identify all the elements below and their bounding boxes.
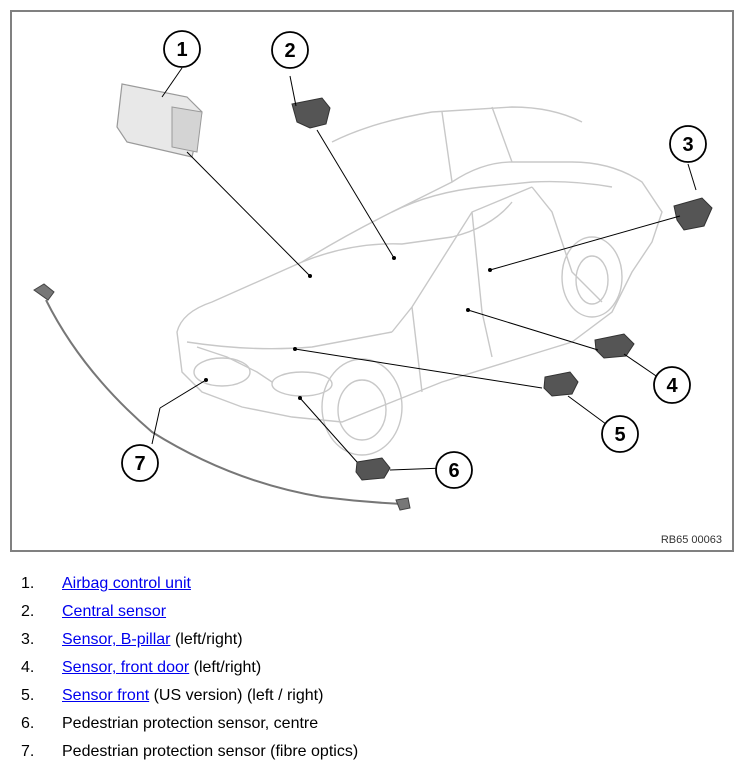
legend-number: 7. [21, 743, 35, 760]
front-door-sensor-graphic [594, 333, 635, 359]
airbag-control-unit-graphic [116, 83, 203, 158]
legend-number: 2. [21, 603, 35, 620]
legend-text: (US version) (left / right) [149, 687, 324, 704]
figure-reference: RB65 00063 [660, 534, 722, 546]
callout-5: 5 [601, 415, 639, 453]
sensor-front-link[interactable]: Sensor front [62, 687, 150, 704]
legend-number: 1. [21, 575, 35, 592]
sensor-b-pillar-link[interactable]: Sensor, B-pillar [62, 631, 171, 648]
svg-text:6: 6 [448, 460, 459, 482]
legend-text: Pedestrian protection sensor, centre [62, 715, 319, 732]
callout-3: 3 [669, 125, 707, 163]
fibre-optic-cable-graphic [33, 283, 411, 511]
legend-number: 4. [21, 659, 35, 676]
svg-text:3: 3 [682, 134, 693, 156]
legend-number: 5. [21, 687, 35, 704]
airbag-control-unit-link[interactable]: Airbag control unit [62, 575, 191, 592]
svg-text:5: 5 [614, 424, 625, 446]
callout-7: 7 [121, 444, 159, 482]
central-sensor-graphic [291, 97, 331, 129]
legend-text: Pedestrian protection sensor (fibre opti… [62, 743, 359, 760]
callout-2: 2 [271, 31, 309, 69]
callout-4: 4 [653, 366, 691, 404]
legend-text: (left/right) [189, 659, 262, 676]
legend-number: 6. [21, 715, 35, 732]
car-illustration: 1 2 3 4 5 6 7 [33, 30, 713, 511]
b-pillar-sensor-graphic [673, 197, 713, 231]
callout-6: 6 [435, 451, 473, 489]
svg-text:1: 1 [176, 39, 187, 61]
central-sensor-link[interactable]: Central sensor [62, 603, 167, 620]
car-body [176, 106, 663, 456]
sensor-location-diagram: 1 2 3 4 5 6 7 RB65 00063 [10, 10, 734, 552]
pedestrian-centre-sensor-graphic [355, 457, 391, 481]
svg-text:7: 7 [134, 453, 145, 475]
svg-text:4: 4 [666, 375, 678, 397]
leader-dots [204, 256, 492, 400]
leader-lines [151, 67, 697, 471]
legend-text: (left/right) [170, 631, 243, 648]
legend-number: 3. [21, 631, 35, 648]
svg-text:2: 2 [284, 40, 295, 62]
front-sensor-graphic [543, 371, 579, 397]
sensor-front-door-link[interactable]: Sensor, front door [62, 659, 190, 676]
callout-1: 1 [163, 30, 201, 68]
